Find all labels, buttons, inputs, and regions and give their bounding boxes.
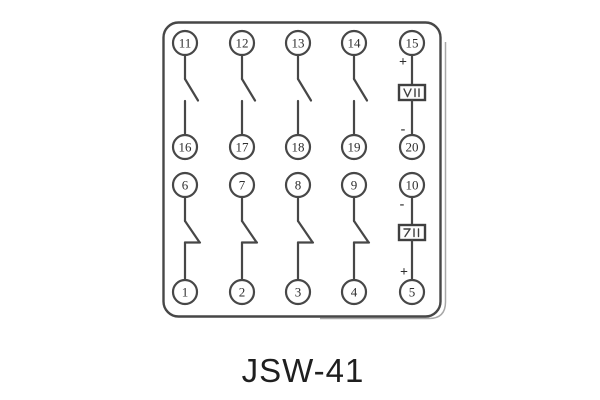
terminal-number: 5 [409, 285, 416, 300]
terminal-number: 8 [295, 178, 302, 193]
contact-column-2: 12 17 7 2 [228, 29, 259, 306]
terminal-number: 4 [351, 285, 358, 300]
nc-contact-blade [296, 219, 314, 243]
terminal-circle-3 [284, 278, 312, 306]
terminal-number: 10 [406, 178, 419, 193]
terminal-number: 18 [292, 140, 305, 155]
terminal-number: 19 [348, 140, 361, 155]
terminal-circle-4 [340, 278, 368, 306]
terminal-circle-18 [284, 133, 312, 161]
terminal-circle-5 [398, 278, 426, 306]
terminal-number: 20 [406, 140, 419, 155]
relay-case-outline [162, 21, 442, 318]
plus-sign: + [400, 265, 408, 280]
terminal-number: 7 [239, 178, 246, 193]
contact-column-4: 14 19 9 4 [340, 29, 371, 306]
terminal-circle-16 [171, 133, 199, 161]
lower-coil-box [397, 223, 427, 242]
terminal-circle-20 [398, 133, 426, 161]
terminal-number: 3 [295, 285, 302, 300]
contact-column-3: 13 18 8 3 [284, 29, 315, 306]
no-contact-blade [183, 77, 200, 102]
contact-column-1: 11 16 6 1 [171, 29, 202, 306]
plus-sign: + [399, 55, 407, 70]
minus-sign: - [401, 122, 406, 137]
upper-coil-box [397, 83, 427, 102]
no-contact-blade [296, 77, 313, 102]
terminal-number: 1 [182, 285, 189, 300]
terminal-number: 14 [348, 36, 362, 51]
terminal-number: 15 [406, 36, 419, 51]
outline-shadow [320, 42, 447, 320]
terminal-number: 13 [292, 36, 305, 51]
terminal-number: 17 [236, 140, 250, 155]
nc-contact-blade [240, 219, 258, 243]
terminal-circle-17 [228, 133, 256, 161]
model-label: JSW-41 [242, 352, 365, 389]
element-column: 15 + - 20 10 - + 5 [397, 29, 427, 306]
minus-sign: - [400, 197, 405, 212]
no-contact-blade [240, 77, 257, 102]
terminal-number: 2 [239, 285, 246, 300]
no-contact-blade [352, 77, 369, 102]
nc-contact-blade [183, 219, 201, 243]
terminal-number: 9 [351, 178, 358, 193]
terminal-circle-2 [228, 278, 256, 306]
terminal-number: 6 [182, 178, 189, 193]
terminal-number: 16 [179, 140, 193, 155]
terminal-number: 12 [236, 36, 249, 51]
terminal-circle-19 [340, 133, 368, 161]
nc-contact-blade [352, 219, 370, 243]
upper-coil-glyph [403, 88, 420, 98]
lower-coil-glyph [403, 228, 420, 238]
terminal-number: 11 [179, 36, 192, 51]
terminal-circle-1 [171, 278, 199, 306]
